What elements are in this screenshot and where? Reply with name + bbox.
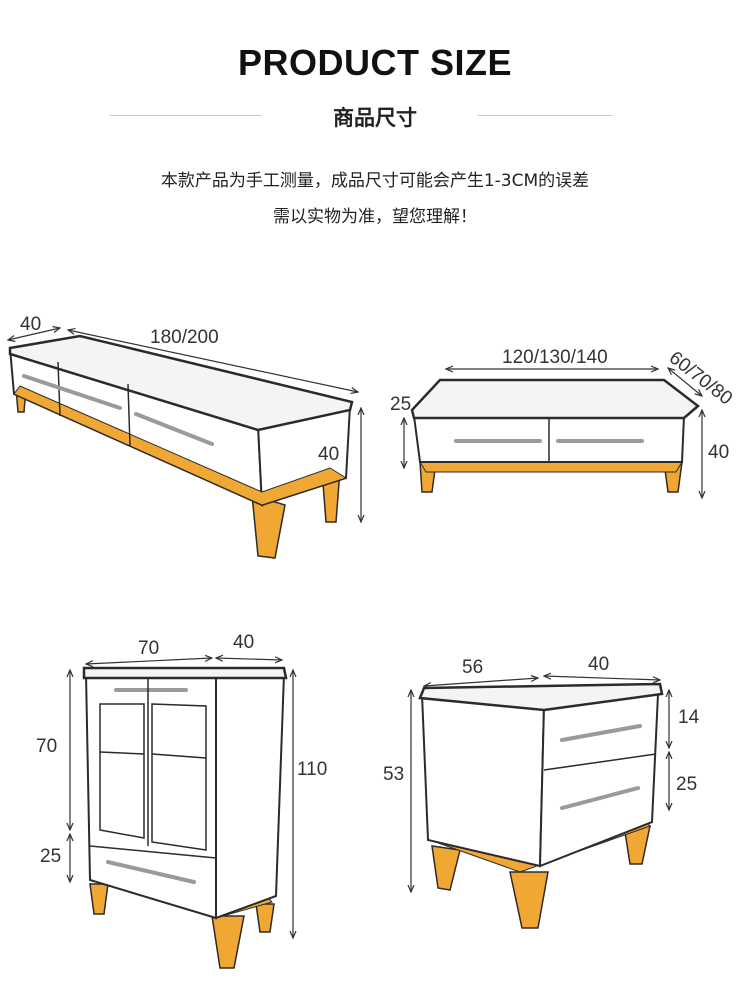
display-shelf-left <box>99 751 145 755</box>
tv-cabinet-base <box>13 385 348 506</box>
divider-left <box>110 115 262 116</box>
coffee-table-top <box>410 378 700 420</box>
display-leg-right <box>255 903 275 933</box>
nightstand-bottom-drawer-label: 25 <box>676 774 697 795</box>
subtitle-row: 商品尺寸 <box>0 98 750 132</box>
nightstand-depth-dim-line <box>544 676 660 680</box>
measurement-note-line2: 需以实物为准，望您理解！ <box>273 207 477 227</box>
nightstand-drawer-divider <box>543 753 657 771</box>
display-drawer-top-edge <box>89 845 217 859</box>
display-glass-left <box>99 703 145 839</box>
tv-depth-dim-line <box>8 328 60 340</box>
tv-length-label: 180/200 <box>150 327 219 348</box>
nightstand-width-dim-line <box>424 678 538 686</box>
coffee-table-drawing: 120/130/140 60/70/80 25 40 <box>390 347 736 498</box>
nightstand-width-label: 56 <box>462 657 483 678</box>
display-leg-front <box>211 915 245 969</box>
nightstand-top <box>418 682 664 712</box>
measurement-note-line1: 本款产品为手工测量，成品尺寸可能会产生1-3CM的误差 <box>160 171 590 191</box>
tv-length-dim-line <box>68 330 358 392</box>
display-height-label: 110 <box>297 759 327 780</box>
tv-cabinet-drawing: 40 180/200 40 <box>8 314 361 559</box>
nightstand-leg-front <box>509 871 549 929</box>
nightstand-leg-left <box>431 845 461 891</box>
tv-depth-label: 40 <box>20 314 41 335</box>
display-drawer-height-label: 25 <box>40 846 61 867</box>
nightstand-top-drawer-label: 14 <box>678 707 700 728</box>
nightstand-side <box>420 692 546 868</box>
display-cabinet-drawing: 70 40 70 25 110 <box>36 632 327 969</box>
display-depth-label: 40 <box>233 632 254 653</box>
nightstand-handle-bottom <box>560 786 640 810</box>
display-cabinet-top <box>82 666 288 680</box>
nightstand-drawing: 56 40 53 14 25 <box>383 654 700 929</box>
tv-handle-2 <box>134 412 214 446</box>
display-shelf-right <box>151 753 207 759</box>
nightstand-height-label: 53 <box>383 764 404 785</box>
nightstand-depth-label: 40 <box>588 654 609 675</box>
page-subtitle: 商品尺寸 <box>333 106 417 130</box>
page-title: PRODUCT SIZE <box>237 42 512 83</box>
display-cabinet-side <box>215 673 286 920</box>
display-depth-dim-line <box>216 658 282 660</box>
coffee-height-label: 40 <box>708 442 729 463</box>
display-glass-height-label: 70 <box>36 736 57 757</box>
coffee-length-label: 120/130/140 <box>502 347 608 368</box>
divider-right <box>478 115 612 116</box>
display-width-dim-line <box>86 658 212 664</box>
tv-height-label: 40 <box>318 444 339 465</box>
tv-leg-front <box>251 493 286 559</box>
display-drawer-handle <box>106 860 196 884</box>
tv-door-divider-2 <box>127 383 131 447</box>
nightstand-handle-top <box>560 724 642 742</box>
display-width-label: 70 <box>138 638 159 659</box>
display-leg-left <box>89 883 109 915</box>
coffee-body-height-label: 25 <box>390 394 411 415</box>
display-glass-right <box>151 703 207 851</box>
coffee-depth-dim-line <box>668 368 702 396</box>
display-cabinet-front <box>84 673 217 920</box>
coffee-table-base <box>419 461 683 473</box>
